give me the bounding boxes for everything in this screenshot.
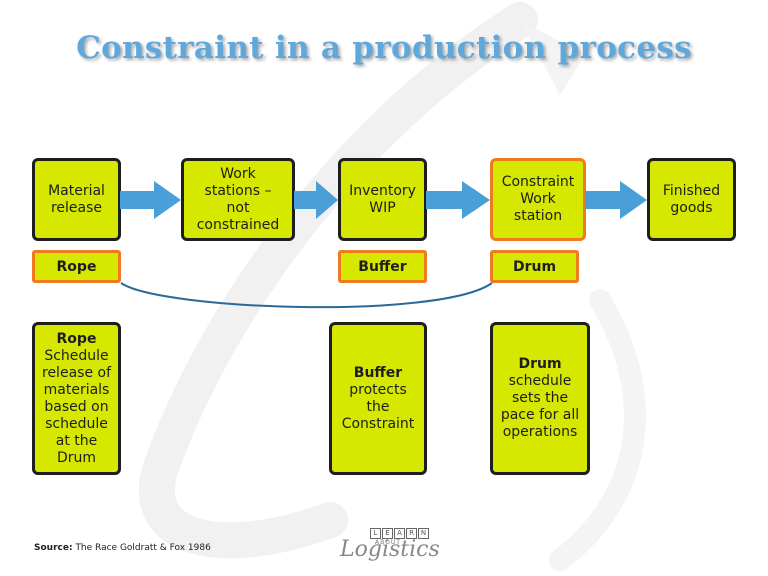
label-buffer: Buffer [338,250,427,283]
description-rope: Rope Schedule release of materials based… [32,322,121,475]
flow-arrow-1 [120,181,181,219]
source-citation: Source: The Race Goldratt & Fox 1986 [34,543,211,553]
label-drum: Drum [490,250,579,283]
flow-arrow-3 [426,181,490,219]
label-rope: Rope [32,250,121,283]
description-buffer: Buffer protects the Constraint [329,322,427,475]
page-title: Constraint in a production process [76,30,692,66]
flow-arrow-2 [294,181,338,219]
flow-arrow-4 [585,181,647,219]
description-drum: Drum schedule sets the pace for all oper… [490,322,590,475]
